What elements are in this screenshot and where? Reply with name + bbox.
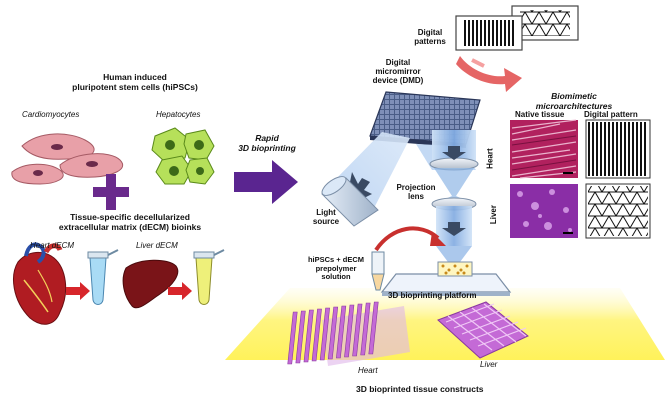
native-liver-tissue-image xyxy=(510,184,578,238)
hepatocytes-illustration xyxy=(151,127,215,185)
decm-title-line2: extracellular matrix (dECM) bioinks xyxy=(58,221,202,232)
liver-construct xyxy=(437,301,529,359)
bioprinting-platform xyxy=(380,261,512,296)
biomimetic-line2: microarchitectures xyxy=(535,100,613,111)
heart-construct xyxy=(287,301,410,366)
cardiomyocytes-label: Cardiomyocytes xyxy=(22,110,80,119)
decm-title-line1: Tissue-specific decellularized xyxy=(70,212,190,222)
dmd-label: Digital micromirror device (DMD) xyxy=(358,58,438,86)
light-source-cylinder xyxy=(321,176,379,227)
plus-sign xyxy=(93,174,129,210)
projection-lens xyxy=(431,197,477,262)
projection-line1: Projection xyxy=(396,183,436,192)
hipsc-title-line1: Human induced xyxy=(103,72,167,82)
dmd-line2: micromirror xyxy=(375,67,421,77)
dmd-line3: device (DMD) xyxy=(372,76,424,86)
prepolymer-arrowhead xyxy=(430,232,446,246)
heart-decm-tube xyxy=(87,249,119,305)
projection-column-upper xyxy=(429,130,479,171)
prepolymer-line3: solution xyxy=(321,272,351,282)
prepolymer-transfer-arrow xyxy=(374,226,440,252)
digital-patterns-line1: Digital xyxy=(417,28,443,37)
rapid-bioprinting-label: Rapid 3D bioprinting xyxy=(232,133,302,154)
digital-heart-pattern-image xyxy=(585,119,651,179)
heart-construct-label: Heart xyxy=(358,366,378,375)
light-source-label: Light source xyxy=(304,208,348,226)
projection-line2: lens xyxy=(407,192,424,202)
decm-title: Tissue-specific decellularized extracell… xyxy=(30,212,230,233)
pattern-projection-arrow xyxy=(456,56,522,92)
light-direction-arrow xyxy=(348,172,372,200)
constructs-title: 3D bioprinted tissue constructs xyxy=(356,384,484,394)
prepolymer-label: hiPSCs + dECM prepolymer solution xyxy=(298,255,374,282)
rapid-line1: Rapid xyxy=(255,133,279,143)
rapid-line2: 3D bioprinting xyxy=(238,142,296,153)
liver-organ-illustration xyxy=(122,259,179,309)
heart-organ-illustration xyxy=(13,242,67,325)
light-line1: Light xyxy=(316,208,336,217)
dmd-line1: Digital xyxy=(385,58,411,67)
prepolymer-pipette xyxy=(371,251,385,291)
projection-lens-label: Projection lens xyxy=(388,183,444,201)
native-tissue-header: Native tissue xyxy=(515,110,565,119)
liver-decm-arrow xyxy=(168,282,192,300)
hepatocytes-label: Hepatocytes xyxy=(156,110,201,119)
biomimetic-line1: Biomimetic xyxy=(551,91,597,101)
rapid-bioprinting-arrow xyxy=(234,160,298,204)
platform-label: 3D bioprinting platform xyxy=(388,291,477,300)
cardiomyocytes-illustration xyxy=(11,133,123,185)
native-heart-tissue-image xyxy=(510,119,578,179)
digital-patterns-label: Digital patterns xyxy=(400,28,460,46)
focus-cone xyxy=(434,168,474,196)
hipsc-title: Human induced pluripotent stem cells (hi… xyxy=(45,72,225,93)
liver-construct-label: Liver xyxy=(480,360,498,369)
prepolymer-line2: prepolymer xyxy=(315,263,357,273)
liver-decm-tube xyxy=(193,249,225,305)
digital-liver-pattern-image xyxy=(585,183,651,239)
digital-pattern-cards xyxy=(455,5,579,51)
digital-pattern-header: Digital pattern xyxy=(584,110,638,119)
light-line2: source xyxy=(312,217,340,227)
liver-decm-label: Liver dECM xyxy=(136,241,178,250)
heart-row-label: Heart xyxy=(485,148,495,169)
liver-row-label: Liver xyxy=(488,205,498,225)
biomimetic-title: Biomimetic microarchitectures xyxy=(524,91,624,112)
hipsc-title-line2: pluripotent stem cells (hiPSCs) xyxy=(72,81,198,92)
heart-decm-arrow xyxy=(66,282,90,300)
heart-decm-label: Heart dECM xyxy=(30,241,75,250)
prepolymer-line1: hiPSCs + dECM xyxy=(307,255,365,264)
digital-patterns-line2: patterns xyxy=(414,37,446,47)
